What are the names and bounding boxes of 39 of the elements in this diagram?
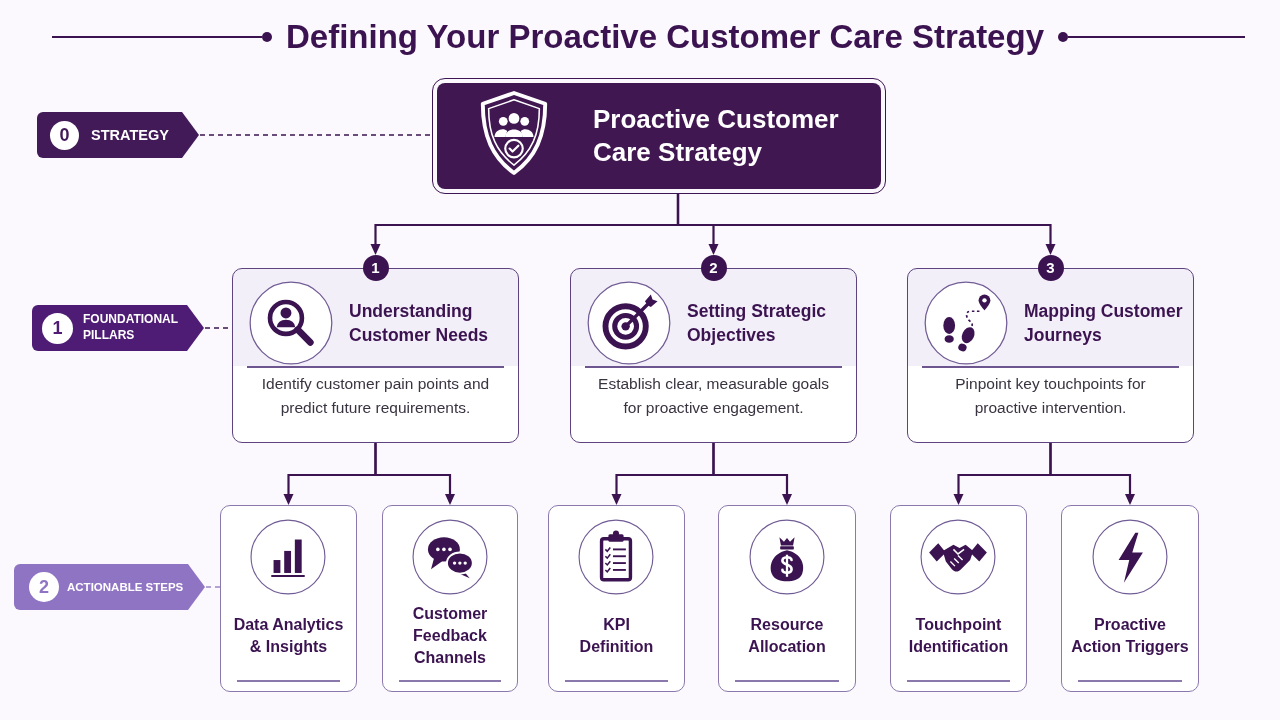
step-card	[382, 505, 518, 692]
card-title: Mapping Customer Journeys	[1024, 300, 1184, 347]
level-number: 0	[50, 120, 79, 150]
card-title: Customer Feedback Channels	[411, 604, 489, 668]
step-card	[220, 505, 357, 692]
arrow	[712, 443, 792, 505]
level-number: 1	[42, 312, 73, 344]
tag-label: STRATEGY	[91, 125, 169, 145]
strategy-box	[432, 78, 886, 194]
tag-label: FOUNDATIONAL PILLARS	[83, 312, 179, 344]
card-title: Proactive Action Triggers	[1070, 615, 1190, 657]
box-title: Proactive Customer Care Strategy	[593, 103, 840, 169]
step-number: 3	[1037, 254, 1064, 281]
card-title: Setting Strategic Objectives	[687, 300, 828, 347]
card-title: Resource Allocation	[747, 615, 827, 657]
tag-label: ACTIONABLE STEPS	[67, 579, 184, 595]
card-description: Pinpoint key touchpoints for proactive intervention.	[954, 374, 1147, 418]
level-number: 2	[29, 572, 59, 602]
step-card	[548, 505, 685, 692]
section-tag	[14, 564, 205, 610]
step-number: 2	[700, 254, 727, 281]
page-title: Defining Your Proactive Customer Care Strategy	[286, 17, 1044, 57]
section-tag	[37, 112, 199, 158]
step-number: 1	[362, 254, 389, 281]
card-description: Establish clear, measurable goals for proactive engagement.	[597, 374, 830, 418]
step-card	[890, 505, 1027, 692]
section-tag	[32, 305, 204, 351]
card-description: Identify customer pain points and predict future requirements.	[260, 374, 491, 418]
arrow	[374, 443, 455, 505]
dashed-connector	[205, 586, 221, 588]
arrow	[676, 194, 1056, 255]
step-card	[1061, 505, 1199, 692]
dashed-connector	[199, 134, 433, 136]
step-card	[718, 505, 856, 692]
card-title: Touchpoint Identification	[907, 615, 1010, 657]
card-title: Data Analytics & Insights	[232, 615, 345, 657]
arrow	[1049, 443, 1135, 505]
card-title: KPI Definition	[578, 615, 655, 657]
card-title: Understanding Customer Needs	[349, 300, 490, 347]
